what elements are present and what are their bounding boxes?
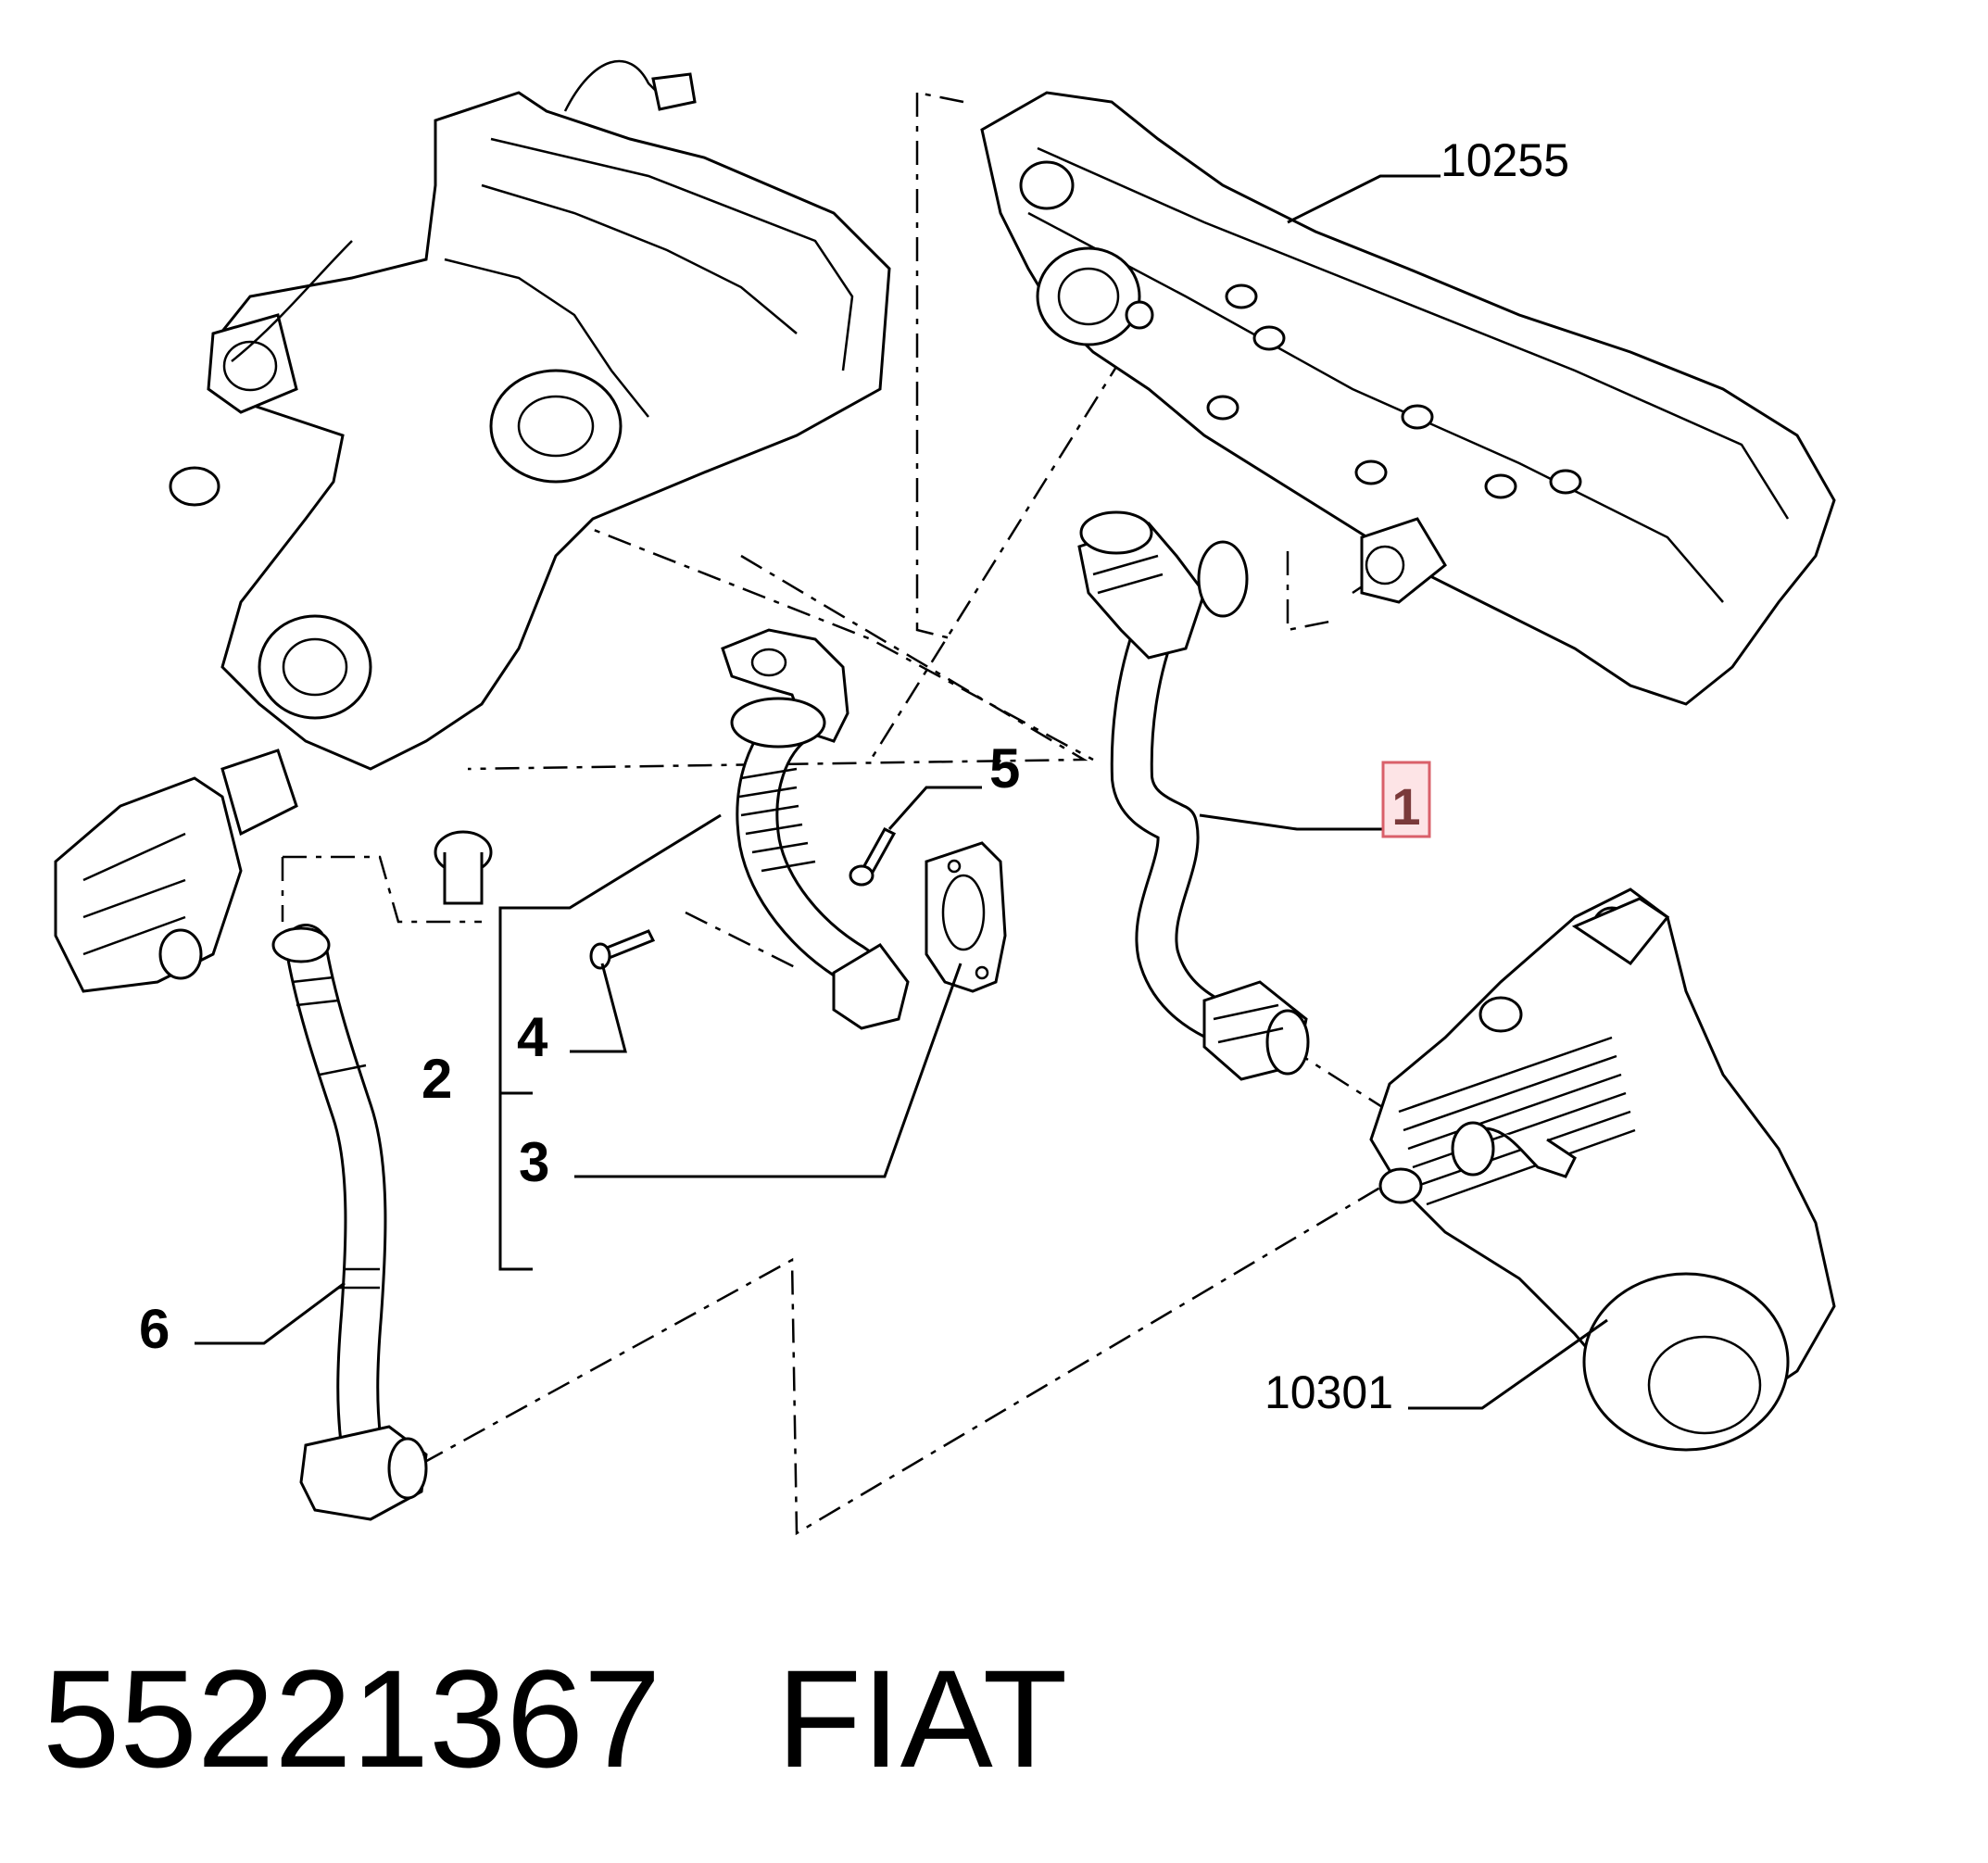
callout-2: 2 bbox=[422, 1048, 452, 1110]
part-number-footer: 55221367 FIAT bbox=[43, 1640, 1895, 1797]
callout-labels: 1 10255 10301 5 4 2 3 6 bbox=[139, 134, 1569, 1418]
leader-lines bbox=[195, 174, 1608, 1410]
callout-6: 6 bbox=[139, 1298, 170, 1360]
egr-module bbox=[54, 59, 891, 993]
callout-1: 1 bbox=[1391, 777, 1420, 836]
intake-manifold bbox=[980, 91, 1836, 706]
assembly-lines bbox=[281, 91, 1400, 1536]
highlight-box bbox=[1381, 761, 1431, 838]
part-number: 55221367 bbox=[43, 1641, 661, 1796]
oil-cooler bbox=[1369, 887, 1836, 1452]
ref-10301: 10301 bbox=[1265, 1366, 1393, 1418]
bolt-part-4 bbox=[589, 929, 656, 970]
footer-separator bbox=[661, 1641, 776, 1796]
egr-pipe-part-2 bbox=[721, 628, 910, 1030]
callout-3: 3 bbox=[519, 1131, 549, 1193]
brand-name: FIAT bbox=[776, 1641, 1068, 1796]
callout-4: 4 bbox=[517, 1006, 548, 1068]
bolt-part-5 bbox=[849, 827, 897, 887]
coolant-hose-part-1 bbox=[1077, 510, 1310, 1081]
parts-diagram: 1 10255 10301 5 4 2 3 6 bbox=[54, 59, 1836, 1536]
ref-10255: 10255 bbox=[1441, 134, 1569, 186]
hose-part-6 bbox=[271, 924, 428, 1521]
gasket-part-3 bbox=[925, 841, 1007, 993]
callout-5: 5 bbox=[989, 737, 1020, 799]
